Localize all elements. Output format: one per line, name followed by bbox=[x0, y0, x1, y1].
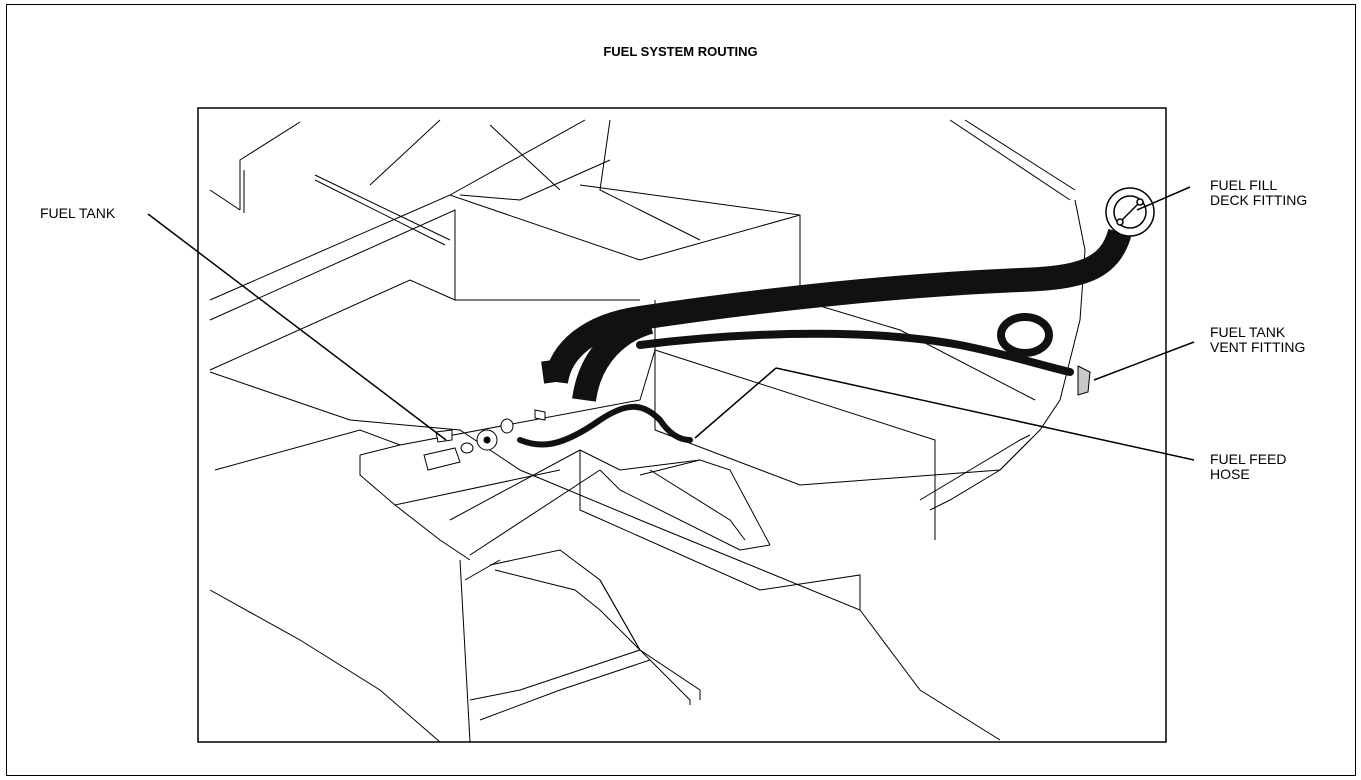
callout-fuel-feed-hose: FUEL FEED HOSE bbox=[1210, 451, 1287, 482]
tank-fittings bbox=[423, 409, 546, 471]
page-title: FUEL SYSTEM ROUTING bbox=[603, 44, 758, 59]
vent-hose bbox=[636, 313, 1074, 376]
vent-fitting bbox=[1077, 365, 1091, 396]
callout-fuel-tank-vent-fitting: FUEL TANK VENT FITTING bbox=[1210, 324, 1306, 355]
boat-hull bbox=[209, 119, 1086, 743]
callout-fuel-tank: FUEL TANK bbox=[40, 205, 116, 221]
fuel-fill-hose bbox=[541, 228, 1132, 403]
fuel-fill-deck-fitting bbox=[1105, 187, 1155, 237]
outer-frame bbox=[6, 4, 1356, 776]
callout-fuel-fill-deck-fitting: FUEL FILL DECK FITTING bbox=[1210, 177, 1308, 208]
illustration-border bbox=[197, 107, 1167, 743]
leader-lines bbox=[147, 186, 1195, 461]
fuel-feed-hose bbox=[517, 403, 693, 448]
